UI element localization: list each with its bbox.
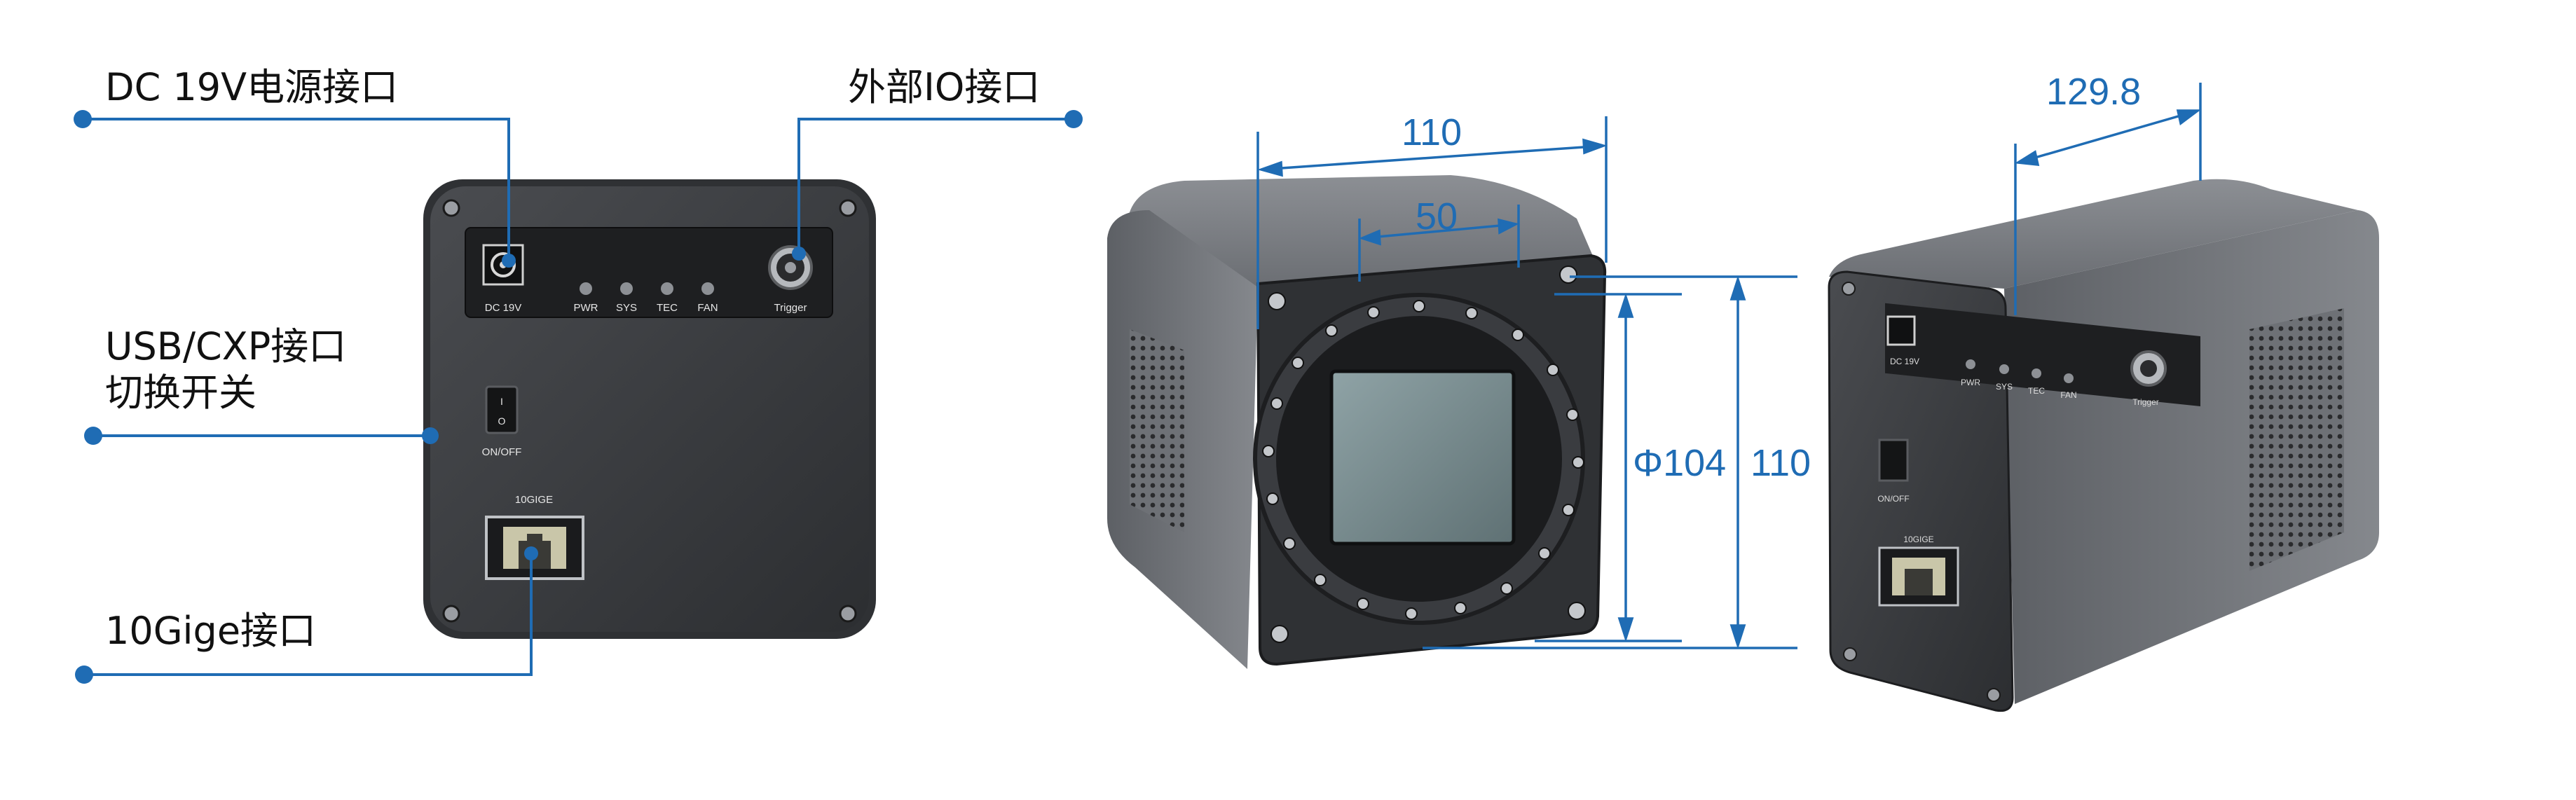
- panel-trigger-label: Trigger: [774, 302, 807, 314]
- panel-dc-label: DC 19V: [485, 302, 522, 314]
- right-led-fan: FAN: [2060, 390, 2076, 400]
- usb-cxp-switch: [485, 385, 519, 434]
- dim-width-front: 110: [1402, 111, 1462, 153]
- panel-led-fan: FAN: [697, 302, 718, 314]
- panel-switch-off: O: [498, 415, 506, 427]
- right-dc-label: DC 19V: [1890, 357, 1919, 366]
- right-trigger-label: Trigger: [2132, 397, 2159, 407]
- panel-switch-on: I: [500, 396, 503, 407]
- callout-lines: [84, 118, 1072, 676]
- dim-depth: 129.8: [2046, 71, 2142, 113]
- callout-gige-port: 10Gige接口: [105, 609, 317, 653]
- perspective-back-view: [1828, 179, 2379, 712]
- dim-height: 110: [1751, 442, 1811, 484]
- panel-led-pwr: PWR: [574, 302, 598, 314]
- panel-labels: DC 19V PWR SYS TEC FAN Trigger I O ON/OF…: [482, 302, 2159, 544]
- callout-dc-power: DC 19V电源接口: [105, 65, 399, 109]
- callout-dots: [74, 110, 1083, 684]
- dim-diameter: Φ104: [1633, 442, 1727, 484]
- right-switch-label: ON/OFF: [1877, 494, 1909, 504]
- right-led-tec: TEC: [2028, 386, 2045, 396]
- back-panel-view: [423, 179, 876, 639]
- dimension-lines: [1256, 83, 2202, 649]
- panel-led-sys: SYS: [616, 302, 637, 314]
- panel-switch-label: ON/OFF: [482, 446, 522, 458]
- status-leds: [580, 282, 714, 295]
- panel-gige-label: 10GIGE: [515, 494, 553, 506]
- right-gige-label: 10GIGE: [1903, 535, 1933, 544]
- right-led-pwr: PWR: [1961, 378, 1980, 387]
- flange-bolts: [1262, 265, 1586, 643]
- panel-screws: [442, 199, 857, 623]
- panel-led-tec: TEC: [657, 302, 678, 314]
- dim-mount-spacing: 50: [1416, 195, 1458, 237]
- right-led-sys: SYS: [1996, 382, 2013, 392]
- callout-external-io: 外部IO接口: [848, 65, 1041, 109]
- callout-usb-cxp-switch: USB/CXP接口 切换开关: [105, 324, 347, 415]
- front-mount-view: [1107, 175, 1607, 669]
